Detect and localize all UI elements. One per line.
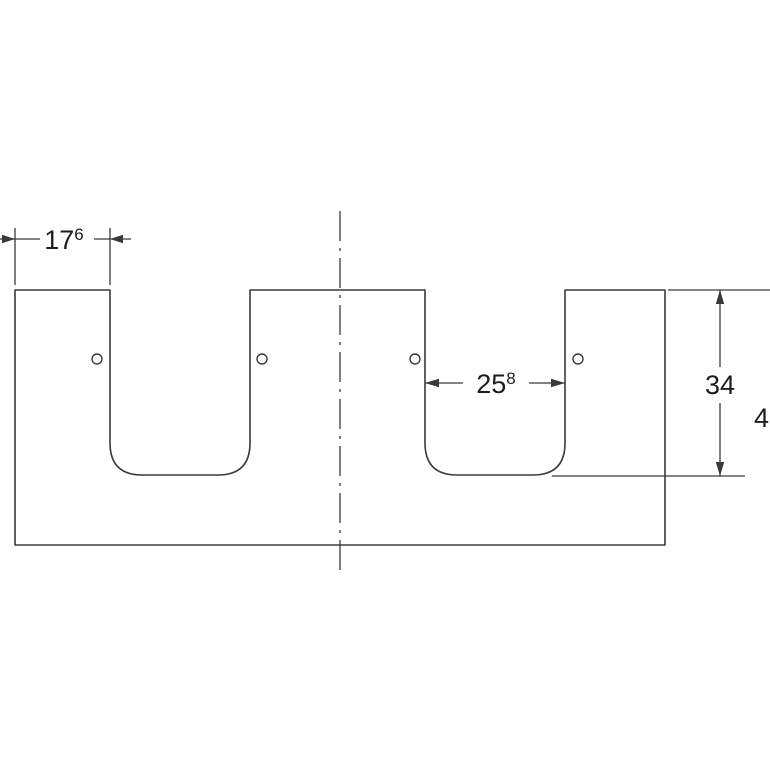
arrowhead-down-icon — [715, 462, 725, 476]
mounting-hole-4 — [572, 353, 584, 365]
arrowhead-right-icon — [551, 378, 565, 388]
dimension-label-cutout-depth: 34 — [705, 370, 735, 400]
dimension-overall-height: 4 — [754, 403, 769, 433]
dimension-cutout-width: 258 — [425, 369, 565, 399]
arrowhead-left-icon — [425, 378, 439, 388]
mounting-hole-3 — [409, 353, 421, 365]
mounting-hole-2 — [256, 353, 268, 365]
arrowhead-left-icon — [110, 234, 123, 244]
part-outline — [14, 289, 666, 546]
arrowhead-up-icon — [715, 290, 725, 304]
dimension-cutout-depth: 34 — [552, 289, 770, 477]
mounting-hole-1 — [91, 353, 103, 365]
dimension-label-cutout-width: 258 — [476, 369, 516, 399]
dimension-label-overall-partial: 4 — [754, 403, 769, 433]
dimension-tab-width: 176 — [0, 225, 131, 285]
dimension-label-tab-width: 176 — [44, 225, 84, 255]
arrowhead-right-icon — [2, 234, 15, 244]
